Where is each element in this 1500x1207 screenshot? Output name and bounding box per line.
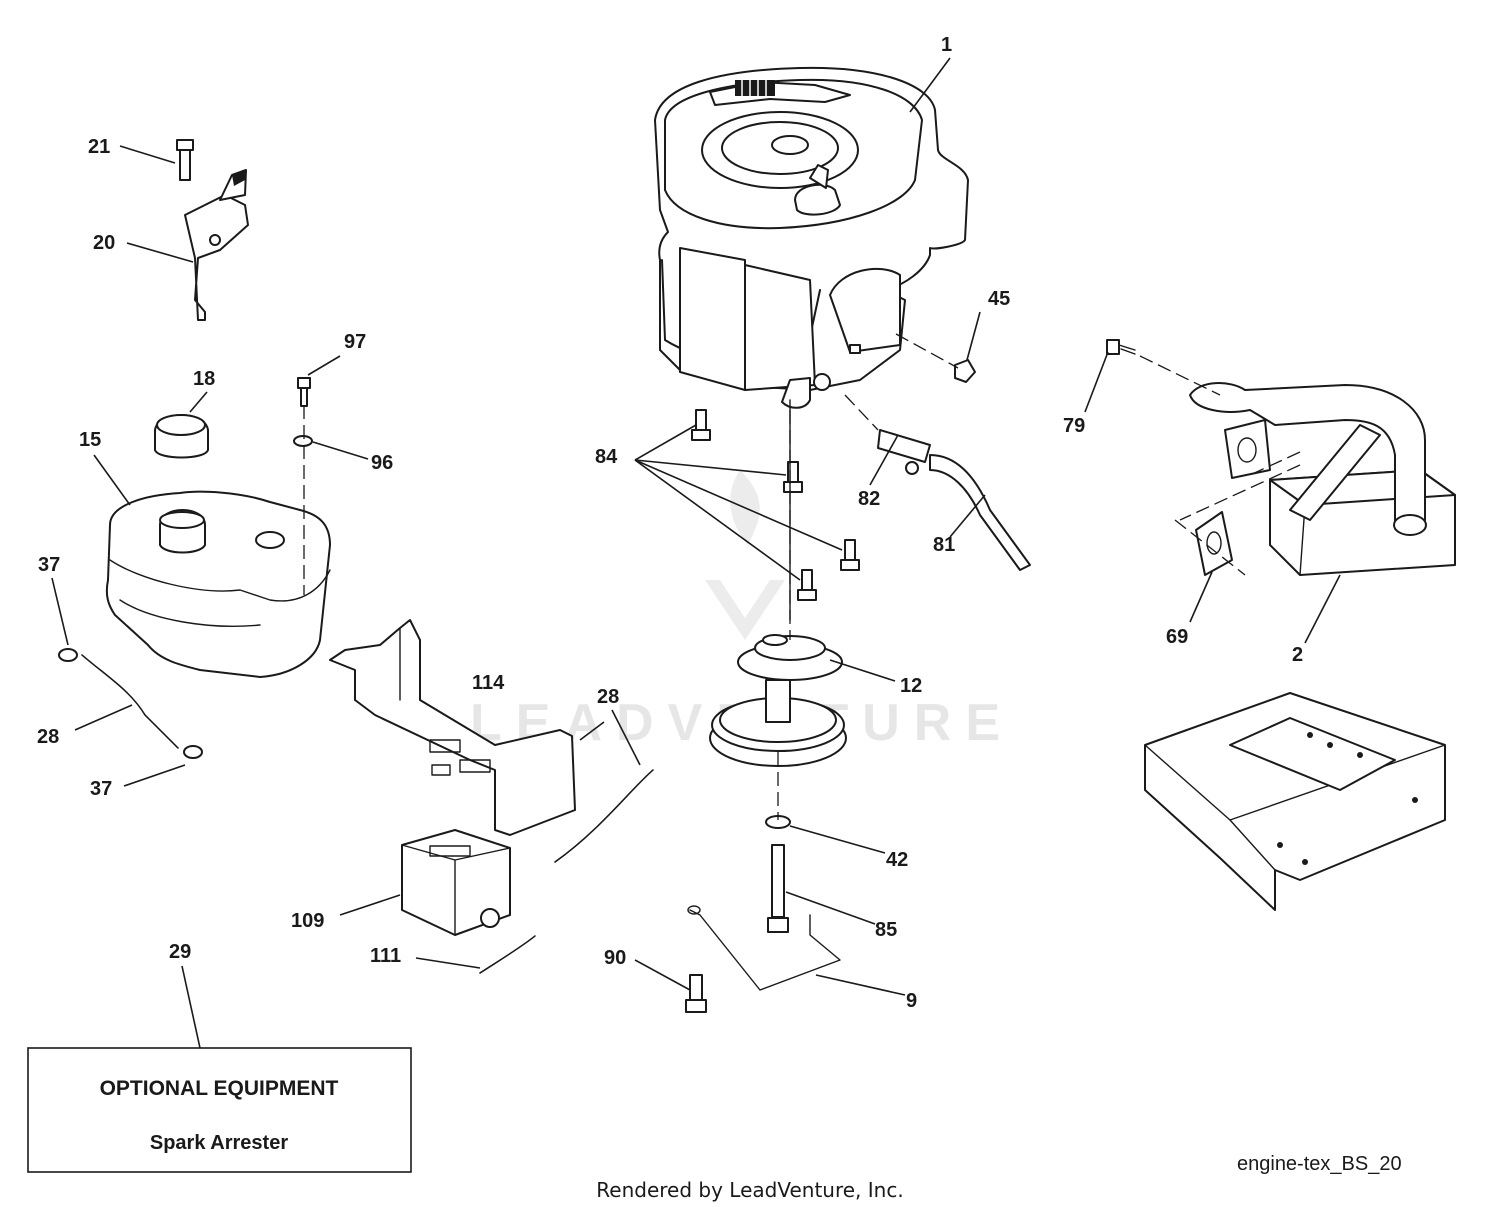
- callout-84: 84: [595, 446, 618, 468]
- callout-29: 29: [169, 941, 191, 963]
- callout-37-top: 37: [38, 554, 60, 576]
- fuel-line-left-part: [58, 648, 203, 759]
- fuel-line-right-part: [554, 769, 654, 863]
- bolt-90-part: [685, 974, 707, 1013]
- nut-45-part: [954, 359, 976, 383]
- canister-part: [401, 829, 511, 936]
- washer-96-part: [293, 435, 313, 447]
- bolt-97-part: [297, 377, 311, 407]
- callout-18: 18: [193, 368, 215, 390]
- pulley-12-part: [737, 634, 843, 681]
- callout-21: 21: [88, 136, 110, 158]
- bracket-9-part: [687, 905, 841, 991]
- mounting-plate-part: [1144, 692, 1446, 911]
- optional-equipment-title: OPTIONAL EQUIPMENT: [100, 1077, 339, 1100]
- callout-111: 111: [370, 945, 401, 967]
- callout-15: 15: [79, 429, 101, 451]
- gas-cap-part: [154, 414, 209, 459]
- credit-text: Rendered by LeadVenture, Inc.: [596, 1178, 903, 1202]
- gasket-part: [1195, 511, 1233, 576]
- callout-79: 79: [1063, 415, 1085, 437]
- callout-81: 81: [933, 534, 955, 556]
- exhaust-bolt-part: [1106, 339, 1136, 355]
- callout-28-right: 28: [597, 686, 619, 708]
- hose-111-part: [479, 935, 536, 974]
- grille-icon: [735, 80, 775, 96]
- callout-109: 109: [291, 910, 324, 932]
- bolt-85-part: [767, 844, 789, 933]
- callout-85: 85: [875, 919, 897, 941]
- callout-42: 42: [886, 849, 908, 871]
- callout-96: 96: [371, 452, 393, 474]
- muffler-part: [1189, 382, 1456, 576]
- optional-equipment-item: Spark Arrester: [150, 1132, 288, 1154]
- callout-97: 97: [344, 331, 366, 353]
- callout-90: 90: [604, 947, 626, 969]
- optional-equipment-box: OPTIONAL EQUIPMENT Spark Arrester: [27, 1047, 412, 1173]
- engine-part: [654, 66, 969, 409]
- callout-114: 114: [472, 672, 505, 694]
- large-pulley-part: [709, 679, 847, 767]
- callout-12: 12: [900, 675, 922, 697]
- callout-2: 2: [1292, 644, 1303, 666]
- fuel-tank-part: [105, 490, 331, 678]
- callout-20: 20: [93, 232, 115, 254]
- fuel-valve-part: [877, 429, 1031, 571]
- callout-9: 9: [906, 990, 917, 1012]
- tank-support-part: [329, 619, 576, 836]
- leader-lines: [51, 57, 1341, 1049]
- callout-69: 69: [1166, 626, 1188, 648]
- callout-1: 1: [941, 34, 952, 56]
- callout-37-bottom: 37: [90, 778, 112, 800]
- bolts-84-part: [691, 409, 860, 601]
- callout-28-left: 28: [37, 726, 59, 748]
- callout-45: 45: [988, 288, 1010, 310]
- throttle-control-part: [176, 139, 249, 321]
- diagram-id: engine-tex_BS_20: [1237, 1153, 1402, 1175]
- callout-82: 82: [858, 488, 880, 510]
- callout-labels: 1 2 9 12 15 18 20 21 28 28 29 37 37 42 4…: [37, 34, 1303, 1012]
- alignment-lines: [303, 333, 1301, 820]
